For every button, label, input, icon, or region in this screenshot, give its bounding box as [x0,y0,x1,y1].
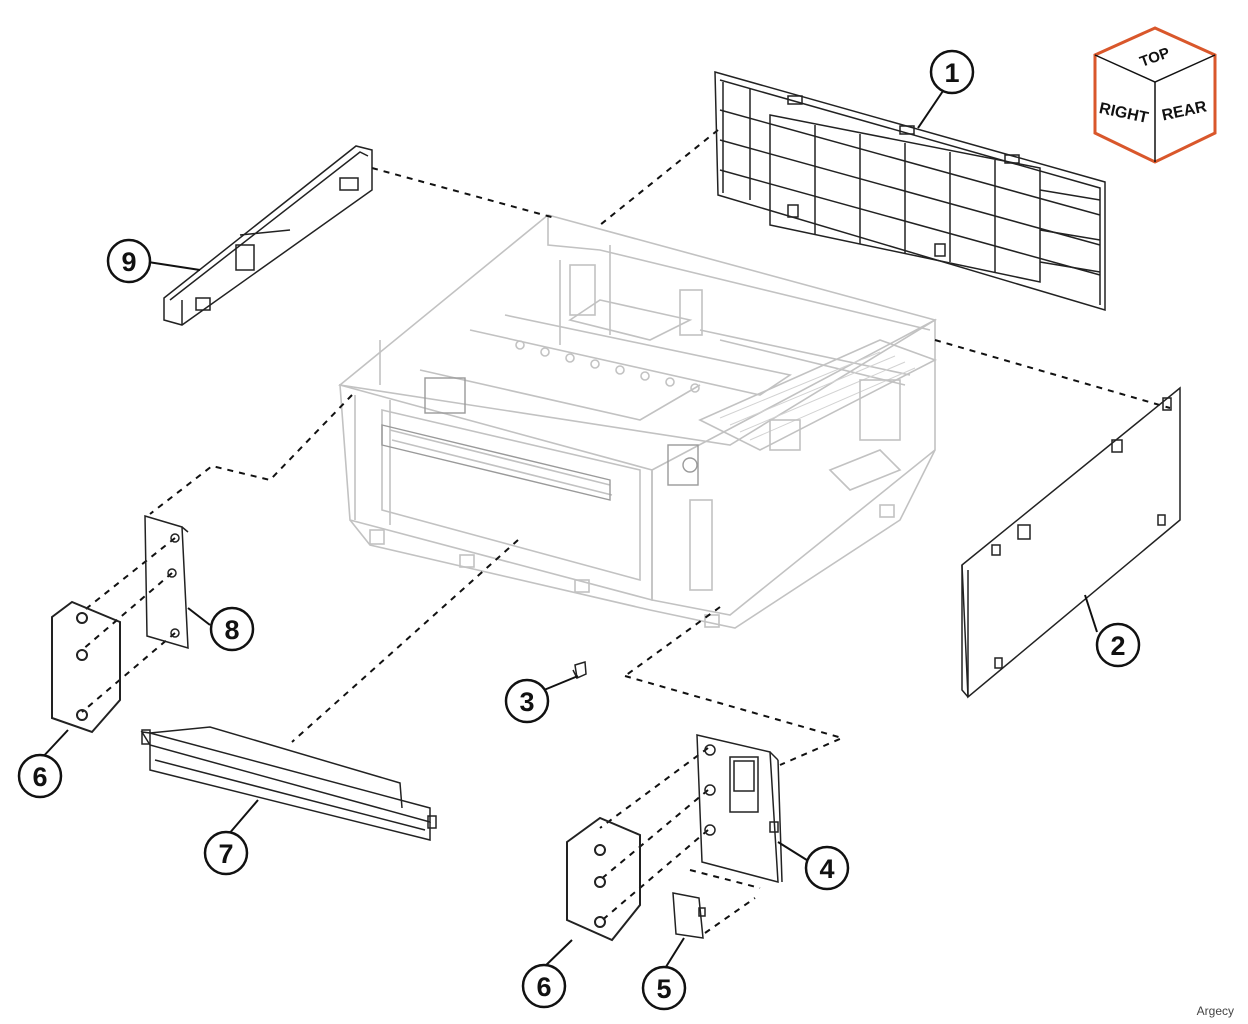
part-5-plate [672,892,706,939]
callout-4: 4 [804,845,850,891]
assembly-leader-lines [81,129,1171,934]
part-7-front-rail [140,726,437,841]
callout-6-left-label: 6 [32,762,47,792]
orientation-cube: TOP RIGHT REAR [1093,26,1217,164]
callout-5: 5 [641,965,687,1011]
part-9-top-rail [163,145,373,326]
callout-1: 1 [929,49,975,95]
callout-7: 7 [203,830,249,876]
part-3-clip [572,661,587,680]
part-1-rear-cover [714,71,1106,312]
callout-9-label: 9 [121,247,136,277]
callout-9: 9 [106,238,152,284]
part-8-bracket [144,514,189,650]
callout-7-label: 7 [218,839,233,869]
callout-3-label: 3 [519,687,534,717]
tray-assembly-frame [338,214,938,629]
callout-leader-lines [39,87,1098,971]
watermark-text: Argecy [1196,1004,1234,1018]
callout-3: 3 [504,678,550,724]
callout-4-label: 4 [819,854,834,884]
callout-5-label: 5 [656,974,671,1004]
tray-assembly-accents [381,377,699,501]
callout-6-right-label: 6 [536,972,551,1002]
callout-6-right: 6 [521,963,567,1009]
part-2-side-cover [961,386,1181,699]
part-4-bracket [696,734,783,883]
part-6-right-plate [566,816,641,942]
callout-1-label: 1 [944,58,959,88]
callout-6-left: 6 [17,753,63,799]
part-6-left-plate [51,600,121,734]
callout-2: 2 [1095,622,1141,668]
callout-8-label: 8 [224,615,239,645]
callout-2-label: 2 [1110,631,1125,661]
callout-8: 8 [209,606,255,652]
